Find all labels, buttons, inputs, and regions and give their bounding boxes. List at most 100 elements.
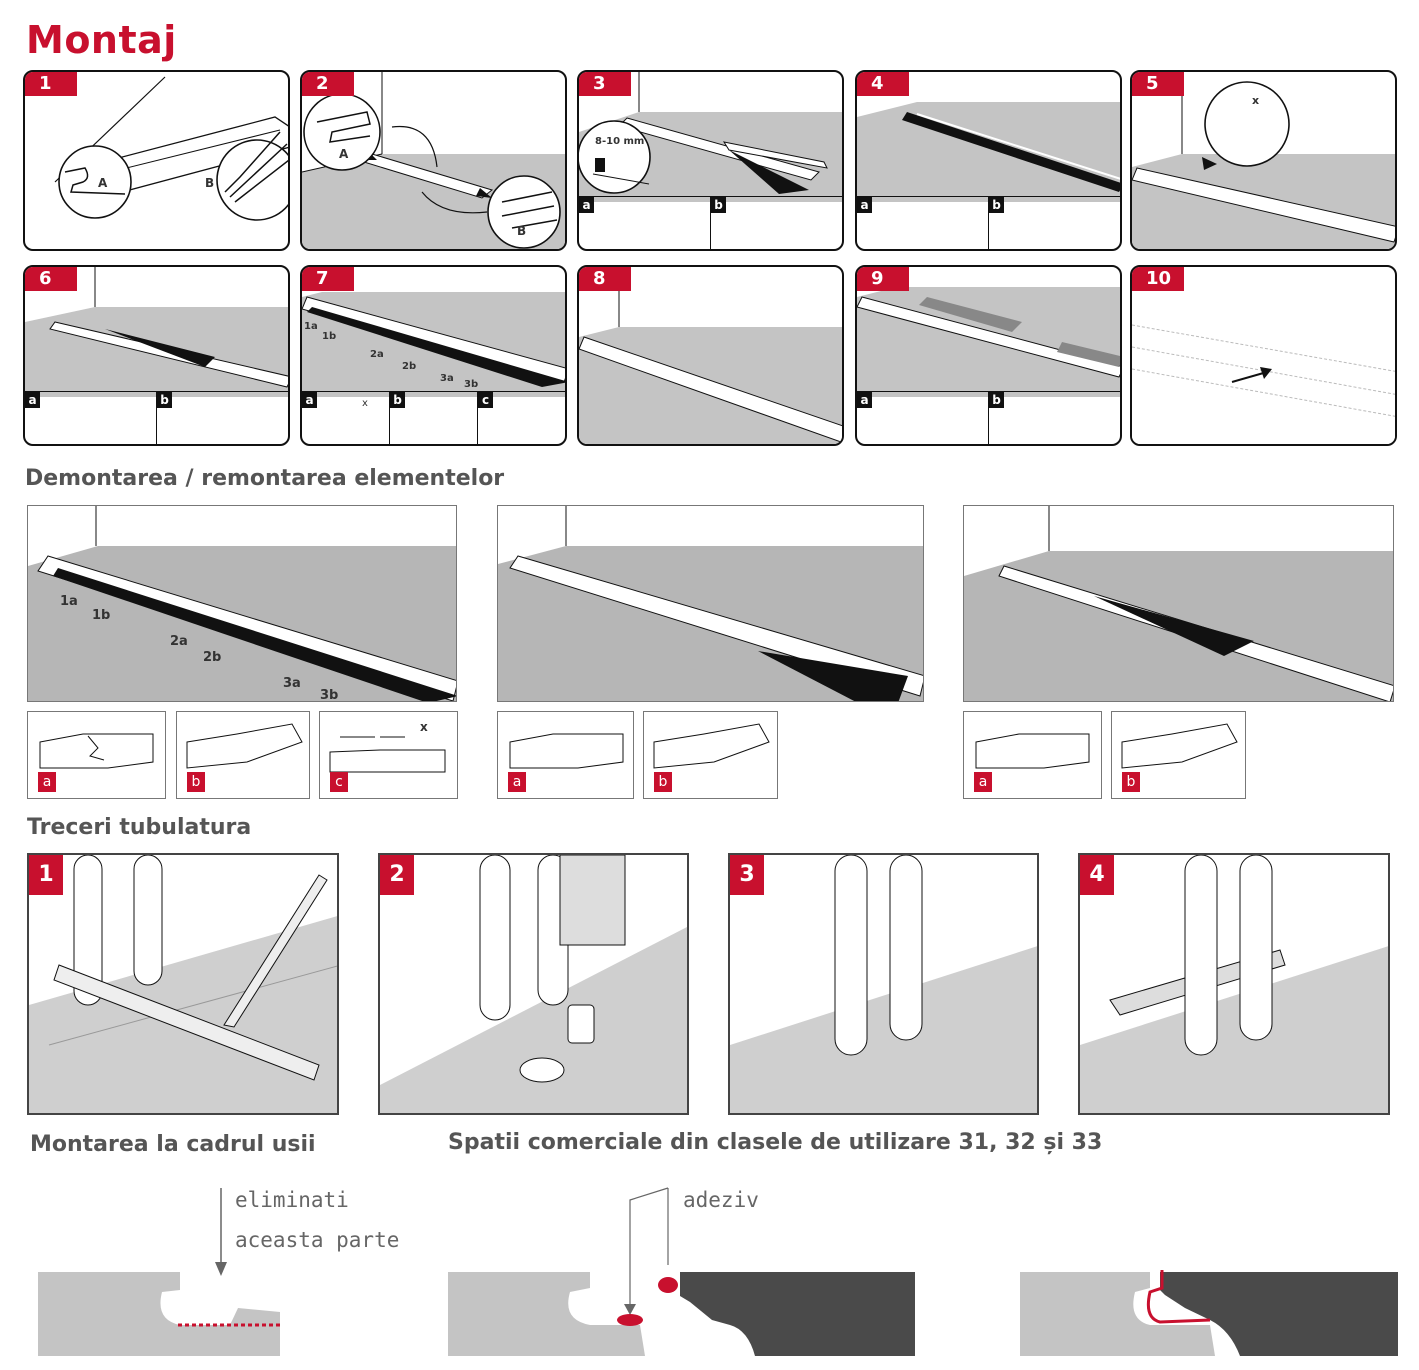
substep-c: c	[478, 392, 565, 444]
gap-x-label: x	[362, 398, 368, 409]
joint-angled-icon	[186, 723, 303, 769]
step-8-illustration	[579, 267, 842, 444]
joint-gap-icon	[329, 736, 446, 773]
door-heading: Montarea la cadrul usii	[30, 1132, 316, 1157]
seq-label-2b: 2b	[402, 361, 417, 372]
dismantle-sub-3b: b	[1111, 711, 1246, 799]
dismantle-main-2	[497, 505, 924, 702]
pipe-step-2: 2	[378, 853, 689, 1115]
substep-a: a	[857, 197, 989, 249]
dismantle-illustration-1	[28, 506, 456, 701]
pipes-heading: Treceri tubulatura	[27, 815, 252, 840]
step-number-badge: 9	[857, 267, 909, 291]
joint-angled-icon	[653, 723, 770, 769]
step-8-panel: 8	[577, 265, 844, 446]
step-number-badge: 3	[730, 855, 764, 895]
step-number-badge: 1	[25, 72, 77, 96]
step-2-panel: 2 A B	[300, 70, 567, 251]
step-1-panel: 1 A B	[23, 70, 290, 251]
dismantle-sub-1a: a	[27, 711, 166, 799]
step-number-badge: 7	[302, 267, 354, 291]
substep-b: b	[989, 197, 1120, 249]
step-4-panel: 4 a b	[855, 70, 1122, 251]
substep-b: b	[390, 392, 478, 444]
step-number-badge: 3	[579, 72, 631, 96]
seq-label-2a: 2a	[370, 349, 384, 360]
substep-b: b	[989, 392, 1120, 444]
step-6-panel: 6 a b	[23, 265, 290, 446]
substep-row: a b	[25, 391, 288, 444]
dismantle-main-1: 1a 1b 2a 2b 3a 3b	[27, 505, 457, 702]
seq-label-1a: 1a	[304, 321, 318, 332]
seq-label-3b: 3b	[320, 688, 339, 702]
step-5-panel: 5 x	[1130, 70, 1397, 251]
step-number-badge: 2	[302, 72, 354, 96]
substep-label: b	[187, 772, 205, 792]
seq-label-1b: 1b	[92, 608, 111, 623]
step-4-illustration	[857, 102, 1120, 202]
joint-closed-icon	[509, 733, 624, 769]
dismantle-sub-3a: a	[963, 711, 1102, 799]
substep-b: b	[157, 392, 288, 444]
dismantle-sub-1b: b	[176, 711, 310, 799]
step-2-illustration	[302, 72, 565, 249]
dismantle-sub-2b: b	[643, 711, 778, 799]
page-title: Montaj	[26, 18, 177, 62]
callout-a-label: A	[339, 147, 349, 161]
gap-x-label: x	[1252, 94, 1260, 107]
joint-angled-icon	[1121, 723, 1238, 769]
step-number-badge: 8	[579, 267, 631, 291]
dismantle-heading: Demontarea / remontarea elementelor	[25, 466, 505, 491]
callout-a-label: A	[98, 176, 108, 190]
dismantle-illustration-3	[964, 506, 1393, 701]
substep-label: a	[974, 772, 992, 792]
door-note-line-1: eliminati	[235, 1188, 349, 1212]
step-9-illustration	[857, 287, 1120, 397]
step-7-illustration	[302, 292, 565, 397]
seq-label-1b: 1b	[322, 331, 337, 342]
seq-label-3a: 3a	[440, 373, 454, 384]
pipe-step-3: 3	[728, 853, 1039, 1115]
step-number-badge: 2	[380, 855, 414, 895]
dismantle-main-3	[963, 505, 1394, 702]
door-note-line-2: aceasta parte	[235, 1228, 400, 1252]
spacing-measure-label: 8-10 mm	[595, 136, 645, 147]
substep-a: a	[25, 392, 157, 444]
substep-label: c	[330, 772, 348, 792]
callout-b-label: B	[517, 224, 527, 238]
step-6-illustration	[25, 267, 288, 397]
substep-row: a b	[857, 391, 1120, 444]
step-1-illustration	[54, 76, 288, 221]
step-number-badge: 1	[29, 855, 63, 895]
pipe-step-4: 4	[1078, 853, 1390, 1115]
step-number-badge: 4	[1080, 855, 1114, 895]
adhesive-note: adeziv	[683, 1188, 759, 1212]
profile-diagrams	[38, 1187, 1398, 1356]
joint-closed-icon	[39, 733, 154, 769]
seq-label-3a: 3a	[283, 676, 301, 691]
pipe-step-2-illustration	[380, 855, 687, 1113]
step-10-panel: 10	[1130, 265, 1397, 446]
dismantle-illustration-2	[498, 506, 923, 701]
step-3-illustration	[579, 72, 842, 202]
substep-label: a	[38, 772, 56, 792]
step-10-illustration	[1132, 307, 1395, 444]
substep-row: a b	[857, 196, 1120, 249]
seq-label-2a: 2a	[170, 634, 188, 649]
dismantle-sub-1c: x c	[319, 711, 458, 799]
joint-closed-icon	[975, 733, 1090, 769]
substep-b: b	[711, 197, 842, 249]
substep-label: b	[654, 772, 672, 792]
commercial-heading: Spatii comerciale din clasele de utiliza…	[448, 1130, 1103, 1155]
seq-label-1a: 1a	[60, 594, 78, 609]
seq-label-3b: 3b	[464, 379, 479, 390]
substep-row: a b	[579, 196, 842, 249]
substep-label: b	[1122, 772, 1140, 792]
step-9-panel: 9 a b	[855, 265, 1122, 446]
dismantle-sub-2a: a	[497, 711, 634, 799]
substep-label: a	[508, 772, 526, 792]
step-number-badge: 6	[25, 267, 77, 291]
